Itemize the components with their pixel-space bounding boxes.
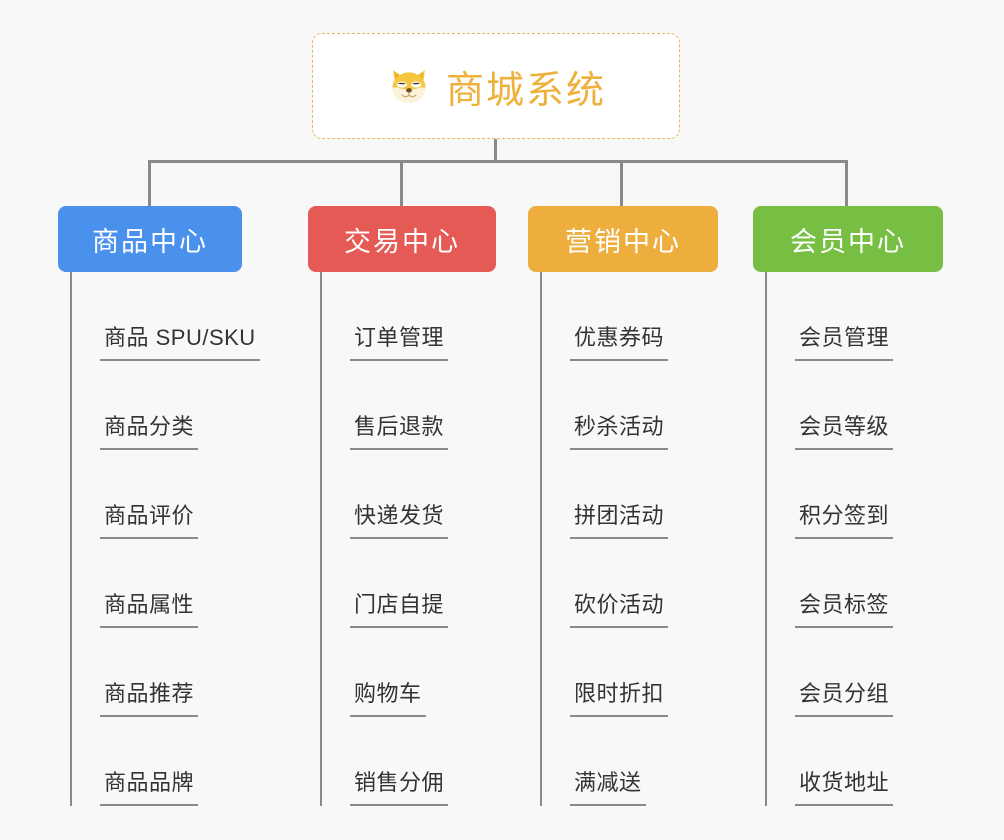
leaf-item[interactable]: 商品分类: [72, 361, 278, 450]
leaf-label: 拼团活动: [570, 498, 669, 539]
leaf-label: 购物车: [350, 676, 426, 717]
branch-column-2: 交易中心 订单管理 售后退款 快递发货 门店自提 购物车 销售分佣: [308, 206, 528, 806]
leaf-list-3: 优惠券码 秒杀活动 拼团活动 砍价活动 限时折扣 满减送: [540, 272, 748, 806]
leaf-label: 商品 SPU/SKU: [100, 320, 260, 361]
leaf-list-1: 商品 SPU/SKU 商品分类 商品评价 商品属性 商品推荐 商品品牌: [70, 272, 278, 806]
leaf-item[interactable]: 会员管理: [767, 272, 973, 361]
leaf-item[interactable]: 会员等级: [767, 361, 973, 450]
root-title: 商城系统: [445, 69, 606, 112]
leaf-label: 积分签到: [795, 498, 894, 539]
leaf-label: 门店自提: [350, 587, 449, 628]
leaf-label: 会员管理: [795, 320, 894, 361]
leaf-item[interactable]: 满减送: [542, 717, 748, 806]
branch-header-3[interactable]: 营销中心: [528, 206, 718, 272]
leaf-label: 会员等级: [795, 409, 894, 450]
leaf-label: 会员分组: [795, 676, 894, 717]
leaf-label: 订单管理: [350, 320, 449, 361]
connector-drop-3: [620, 160, 623, 206]
leaf-label: 砍价活动: [570, 587, 669, 628]
leaf-label: 商品评价: [100, 498, 199, 539]
leaf-item[interactable]: 商品推荐: [72, 628, 278, 717]
leaf-label: 收货地址: [795, 765, 894, 806]
connector-drop-2: [400, 160, 403, 206]
leaf-item[interactable]: 拼团活动: [542, 450, 748, 539]
leaf-item[interactable]: 门店自提: [322, 539, 528, 628]
leaf-item[interactable]: 订单管理: [322, 272, 528, 361]
leaf-label: 销售分佣: [350, 765, 449, 806]
shiba-dog-icon: [386, 63, 432, 109]
leaf-item[interactable]: 购物车: [322, 628, 528, 717]
connector-horizontal-bar: [148, 160, 848, 163]
leaf-label: 满减送: [570, 765, 646, 806]
branch-label-4: 会员中心: [790, 226, 906, 257]
branch-label-1: 商品中心: [92, 226, 208, 257]
connector-drop-4: [845, 160, 848, 206]
branch-header-1[interactable]: 商品中心: [58, 206, 242, 272]
leaf-item[interactable]: 快递发货: [322, 450, 528, 539]
leaf-label: 限时折扣: [570, 676, 669, 717]
leaf-label: 会员标签: [795, 587, 894, 628]
leaf-item[interactable]: 销售分佣: [322, 717, 528, 806]
leaf-item[interactable]: 售后退款: [322, 361, 528, 450]
leaf-item[interactable]: 商品属性: [72, 539, 278, 628]
leaf-item[interactable]: 积分签到: [767, 450, 973, 539]
leaf-label: 秒杀活动: [570, 409, 669, 450]
leaf-label: 商品品牌: [100, 765, 199, 806]
leaf-item[interactable]: 收货地址: [767, 717, 973, 806]
leaf-item[interactable]: 优惠券码: [542, 272, 748, 361]
branch-label-3: 营销中心: [565, 226, 681, 257]
leaf-item[interactable]: 商品评价: [72, 450, 278, 539]
branch-label-2: 交易中心: [344, 226, 460, 257]
leaf-label: 商品推荐: [100, 676, 199, 717]
leaf-item[interactable]: 会员标签: [767, 539, 973, 628]
connector-root-stem: [494, 139, 497, 162]
leaf-label: 快递发货: [350, 498, 449, 539]
branch-column-1: 商品中心 商品 SPU/SKU 商品分类 商品评价 商品属性 商品推荐 商品品牌: [58, 206, 278, 806]
branch-header-4[interactable]: 会员中心: [753, 206, 943, 272]
leaf-item[interactable]: 秒杀活动: [542, 361, 748, 450]
branch-header-2[interactable]: 交易中心: [308, 206, 496, 272]
branch-column-3: 营销中心 优惠券码 秒杀活动 拼团活动 砍价活动 限时折扣 满减送: [528, 206, 748, 806]
leaf-item[interactable]: 砍价活动: [542, 539, 748, 628]
leaf-label: 售后退款: [350, 409, 449, 450]
leaf-list-2: 订单管理 售后退款 快递发货 门店自提 购物车 销售分佣: [320, 272, 528, 806]
connector-drop-1: [148, 160, 151, 206]
leaf-item[interactable]: 商品品牌: [72, 717, 278, 806]
leaf-label: 商品属性: [100, 587, 199, 628]
leaf-item[interactable]: 商品 SPU/SKU: [72, 272, 278, 361]
leaf-label: 商品分类: [100, 409, 199, 450]
root-node[interactable]: 商城系统: [312, 33, 680, 139]
branch-column-4: 会员中心 会员管理 会员等级 积分签到 会员标签 会员分组 收货地址: [753, 206, 973, 806]
leaf-list-4: 会员管理 会员等级 积分签到 会员标签 会员分组 收货地址: [765, 272, 973, 806]
leaf-item[interactable]: 限时折扣: [542, 628, 748, 717]
leaf-item[interactable]: 会员分组: [767, 628, 973, 717]
leaf-label: 优惠券码: [570, 320, 669, 361]
